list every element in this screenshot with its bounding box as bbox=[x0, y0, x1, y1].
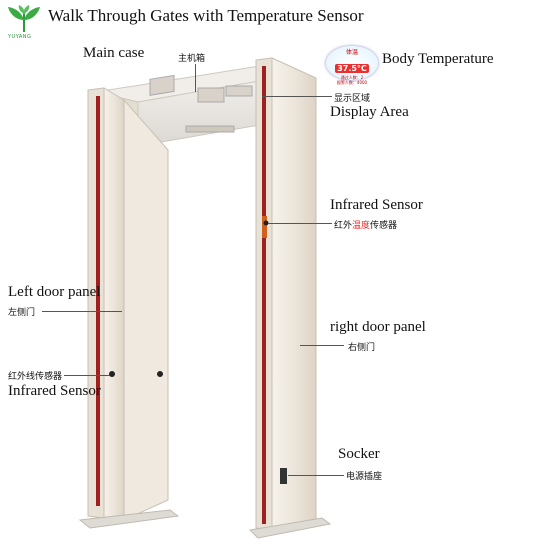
badge-line-1: 通过人数：2 bbox=[340, 75, 364, 80]
left-door-panel-leader bbox=[42, 311, 122, 312]
infrared-temperature-sensor-dot bbox=[263, 220, 269, 226]
display-area-cn-label: 显示区域 bbox=[334, 94, 371, 104]
left-infrared-sensor-dot bbox=[109, 371, 115, 377]
right-door-panel bbox=[248, 57, 332, 539]
infrared-cn-part-b: 温度 bbox=[352, 221, 371, 231]
right-door-panel-label: right door panel bbox=[330, 319, 426, 335]
main-case-leader bbox=[195, 64, 196, 92]
page-title: Walk Through Gates with Temperature Sens… bbox=[48, 6, 364, 25]
display-area-label: Display Area bbox=[330, 104, 409, 120]
socket-icon bbox=[280, 468, 287, 484]
socket-label: Socker bbox=[338, 446, 380, 462]
badge-line-2: 报警人数：4000 bbox=[336, 80, 368, 85]
badge-heading: 体温 bbox=[345, 49, 358, 56]
badge-temperature-value: 37.5°C bbox=[335, 64, 369, 73]
right-door-panel-leader bbox=[300, 345, 344, 346]
brand-logo-text: YUYANG bbox=[8, 34, 32, 40]
left-door-panel-label: Left door panel bbox=[8, 284, 101, 300]
infrared-sensor-leader bbox=[268, 223, 332, 224]
main-case-cn-label: 主机箱 bbox=[178, 54, 206, 64]
infrared-cn-part-a: 红外 bbox=[334, 221, 353, 231]
infrared-sensor-label: Infrared Sensor bbox=[330, 197, 423, 213]
body-temperature-label: Body Temperature bbox=[382, 51, 494, 67]
socket-cn-label: 电源插座 bbox=[346, 472, 383, 482]
right-door-panel-cn-label: 右侧门 bbox=[348, 343, 376, 353]
brand-logo bbox=[4, 4, 44, 42]
left-door-panel-cn-label: 左侧门 bbox=[8, 308, 36, 318]
left-infrared-sensor-leader bbox=[64, 375, 110, 376]
display-area-leader bbox=[262, 96, 332, 97]
socket-leader bbox=[288, 475, 344, 476]
main-case-label: Main case bbox=[83, 45, 145, 61]
left-infrared-sensor-label: Infrared Sensor bbox=[8, 383, 101, 399]
left-infrared-sensor-cn-label: 红外线传感器 bbox=[8, 372, 63, 382]
infrared-cn-part-c: 传感器 bbox=[370, 221, 398, 231]
infrared-sensor-cn-label: 红外温度传感器 bbox=[334, 218, 397, 231]
temperature-display-badge: 体温 37.5°C 通过人数：2 报警人数：4000 bbox=[326, 46, 378, 85]
leaf-icon bbox=[8, 5, 40, 33]
left-door-panel bbox=[78, 87, 180, 529]
